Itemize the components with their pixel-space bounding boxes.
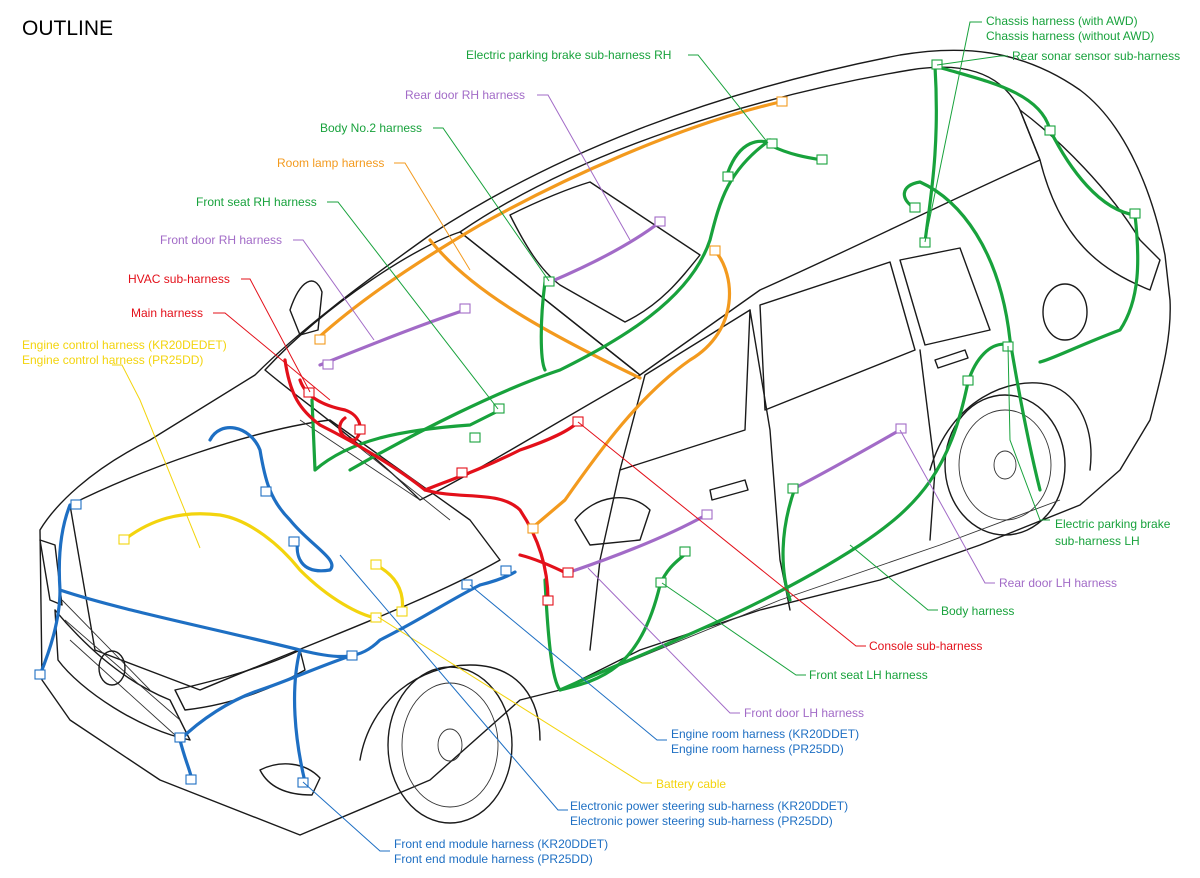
label-room-lamp: Room lamp harness bbox=[277, 156, 384, 170]
connector bbox=[500, 565, 512, 576]
connector bbox=[461, 579, 473, 590]
label-front-door-lh: Front door LH harness bbox=[744, 706, 864, 720]
label-front-end-1: Front end module harness (KR20DDET) bbox=[394, 837, 608, 851]
connector bbox=[303, 387, 315, 398]
connector bbox=[370, 612, 382, 623]
connector bbox=[396, 606, 408, 617]
connector bbox=[895, 423, 907, 434]
purple-harness-wires bbox=[318, 220, 902, 574]
connector bbox=[322, 359, 334, 370]
orange-connectors bbox=[314, 96, 788, 534]
purple-connectors bbox=[322, 216, 907, 520]
label-engine-control-2: Engine control harness (PR25DD) bbox=[22, 353, 203, 367]
label-rear-sonar: Rear sonar sensor sub-harness bbox=[1012, 49, 1180, 63]
connector bbox=[370, 559, 382, 570]
label-epb-lh-2: sub-harness LH bbox=[1055, 534, 1140, 548]
label-engine-room-1: Engine room harness (KR20DDET) bbox=[671, 727, 859, 741]
label-rear-door-lh: Rear door LH harness bbox=[999, 576, 1117, 590]
connector bbox=[572, 416, 584, 427]
connector bbox=[118, 534, 130, 545]
label-eps-1: Electronic power steering sub-harness (K… bbox=[570, 799, 848, 813]
red-harness-wires bbox=[283, 358, 580, 602]
label-chassis-awd: Chassis harness (with AWD) bbox=[986, 14, 1138, 28]
label-eps-2: Electronic power steering sub-harness (P… bbox=[570, 814, 833, 828]
orange-harness-wires bbox=[316, 100, 782, 530]
connector bbox=[34, 669, 46, 680]
connector bbox=[787, 483, 799, 494]
connector bbox=[543, 276, 555, 287]
label-engine-control-1: Engine control harness (KR20DEDET) bbox=[22, 338, 227, 352]
connector bbox=[655, 577, 667, 588]
connector bbox=[456, 467, 468, 478]
connector bbox=[909, 202, 921, 213]
label-epb-lh-1: Electric parking brake bbox=[1055, 517, 1171, 531]
connector bbox=[722, 171, 734, 182]
connector bbox=[776, 96, 788, 107]
label-hvac-sub: HVAC sub-harness bbox=[128, 272, 230, 286]
blue-connectors bbox=[34, 486, 512, 788]
connector bbox=[919, 237, 931, 248]
label-battery-cable: Battery cable bbox=[656, 777, 726, 791]
connector bbox=[542, 595, 554, 606]
leader-lines bbox=[112, 21, 1050, 852]
connector bbox=[1044, 125, 1056, 136]
label-front-seat-rh: Front seat RH harness bbox=[196, 195, 317, 209]
label-front-door-rh: Front door RH harness bbox=[160, 233, 282, 247]
connector bbox=[816, 154, 828, 165]
connector bbox=[962, 375, 974, 386]
car-outline bbox=[39, 49, 1171, 836]
connector bbox=[288, 536, 300, 547]
label-engine-room-2: Engine room harness (PR25DD) bbox=[671, 742, 844, 756]
connector bbox=[1129, 208, 1141, 219]
connector bbox=[527, 523, 539, 534]
label-console-sub: Console sub-harness bbox=[869, 639, 982, 653]
connector bbox=[654, 216, 666, 227]
connector bbox=[314, 334, 326, 345]
label-front-seat-lh: Front seat LH harness bbox=[809, 668, 928, 682]
connector bbox=[70, 499, 82, 510]
label-body-no2: Body No.2 harness bbox=[320, 121, 422, 135]
blue-harness-wires bbox=[38, 426, 517, 784]
label-main: Main harness bbox=[131, 306, 203, 320]
connector bbox=[766, 138, 778, 149]
label-front-end-2: Front end module harness (PR25DD) bbox=[394, 852, 593, 866]
connector bbox=[679, 546, 691, 557]
yellow-connectors bbox=[118, 534, 408, 623]
red-connectors bbox=[303, 387, 584, 606]
connector bbox=[701, 509, 713, 520]
diagram-title: OUTLINE bbox=[22, 17, 113, 40]
connector bbox=[493, 403, 505, 414]
yellow-harness-wires bbox=[122, 512, 405, 620]
label-rear-door-rh: Rear door RH harness bbox=[405, 88, 525, 102]
connector bbox=[185, 774, 197, 785]
connector bbox=[709, 245, 721, 256]
harness-labels: Chassis harness (with AWD) Chassis harne… bbox=[22, 14, 1180, 866]
connector bbox=[346, 650, 358, 661]
green-harness-wires bbox=[310, 64, 1140, 692]
connector bbox=[174, 732, 186, 743]
label-chassis-no-awd: Chassis harness (without AWD) bbox=[986, 29, 1154, 43]
connector bbox=[469, 432, 481, 443]
connector bbox=[459, 303, 471, 314]
connector bbox=[354, 424, 366, 435]
connector bbox=[260, 486, 272, 497]
connector bbox=[562, 567, 574, 578]
label-body: Body harness bbox=[941, 604, 1014, 618]
label-epb-rh: Electric parking brake sub-harness RH bbox=[466, 48, 671, 62]
